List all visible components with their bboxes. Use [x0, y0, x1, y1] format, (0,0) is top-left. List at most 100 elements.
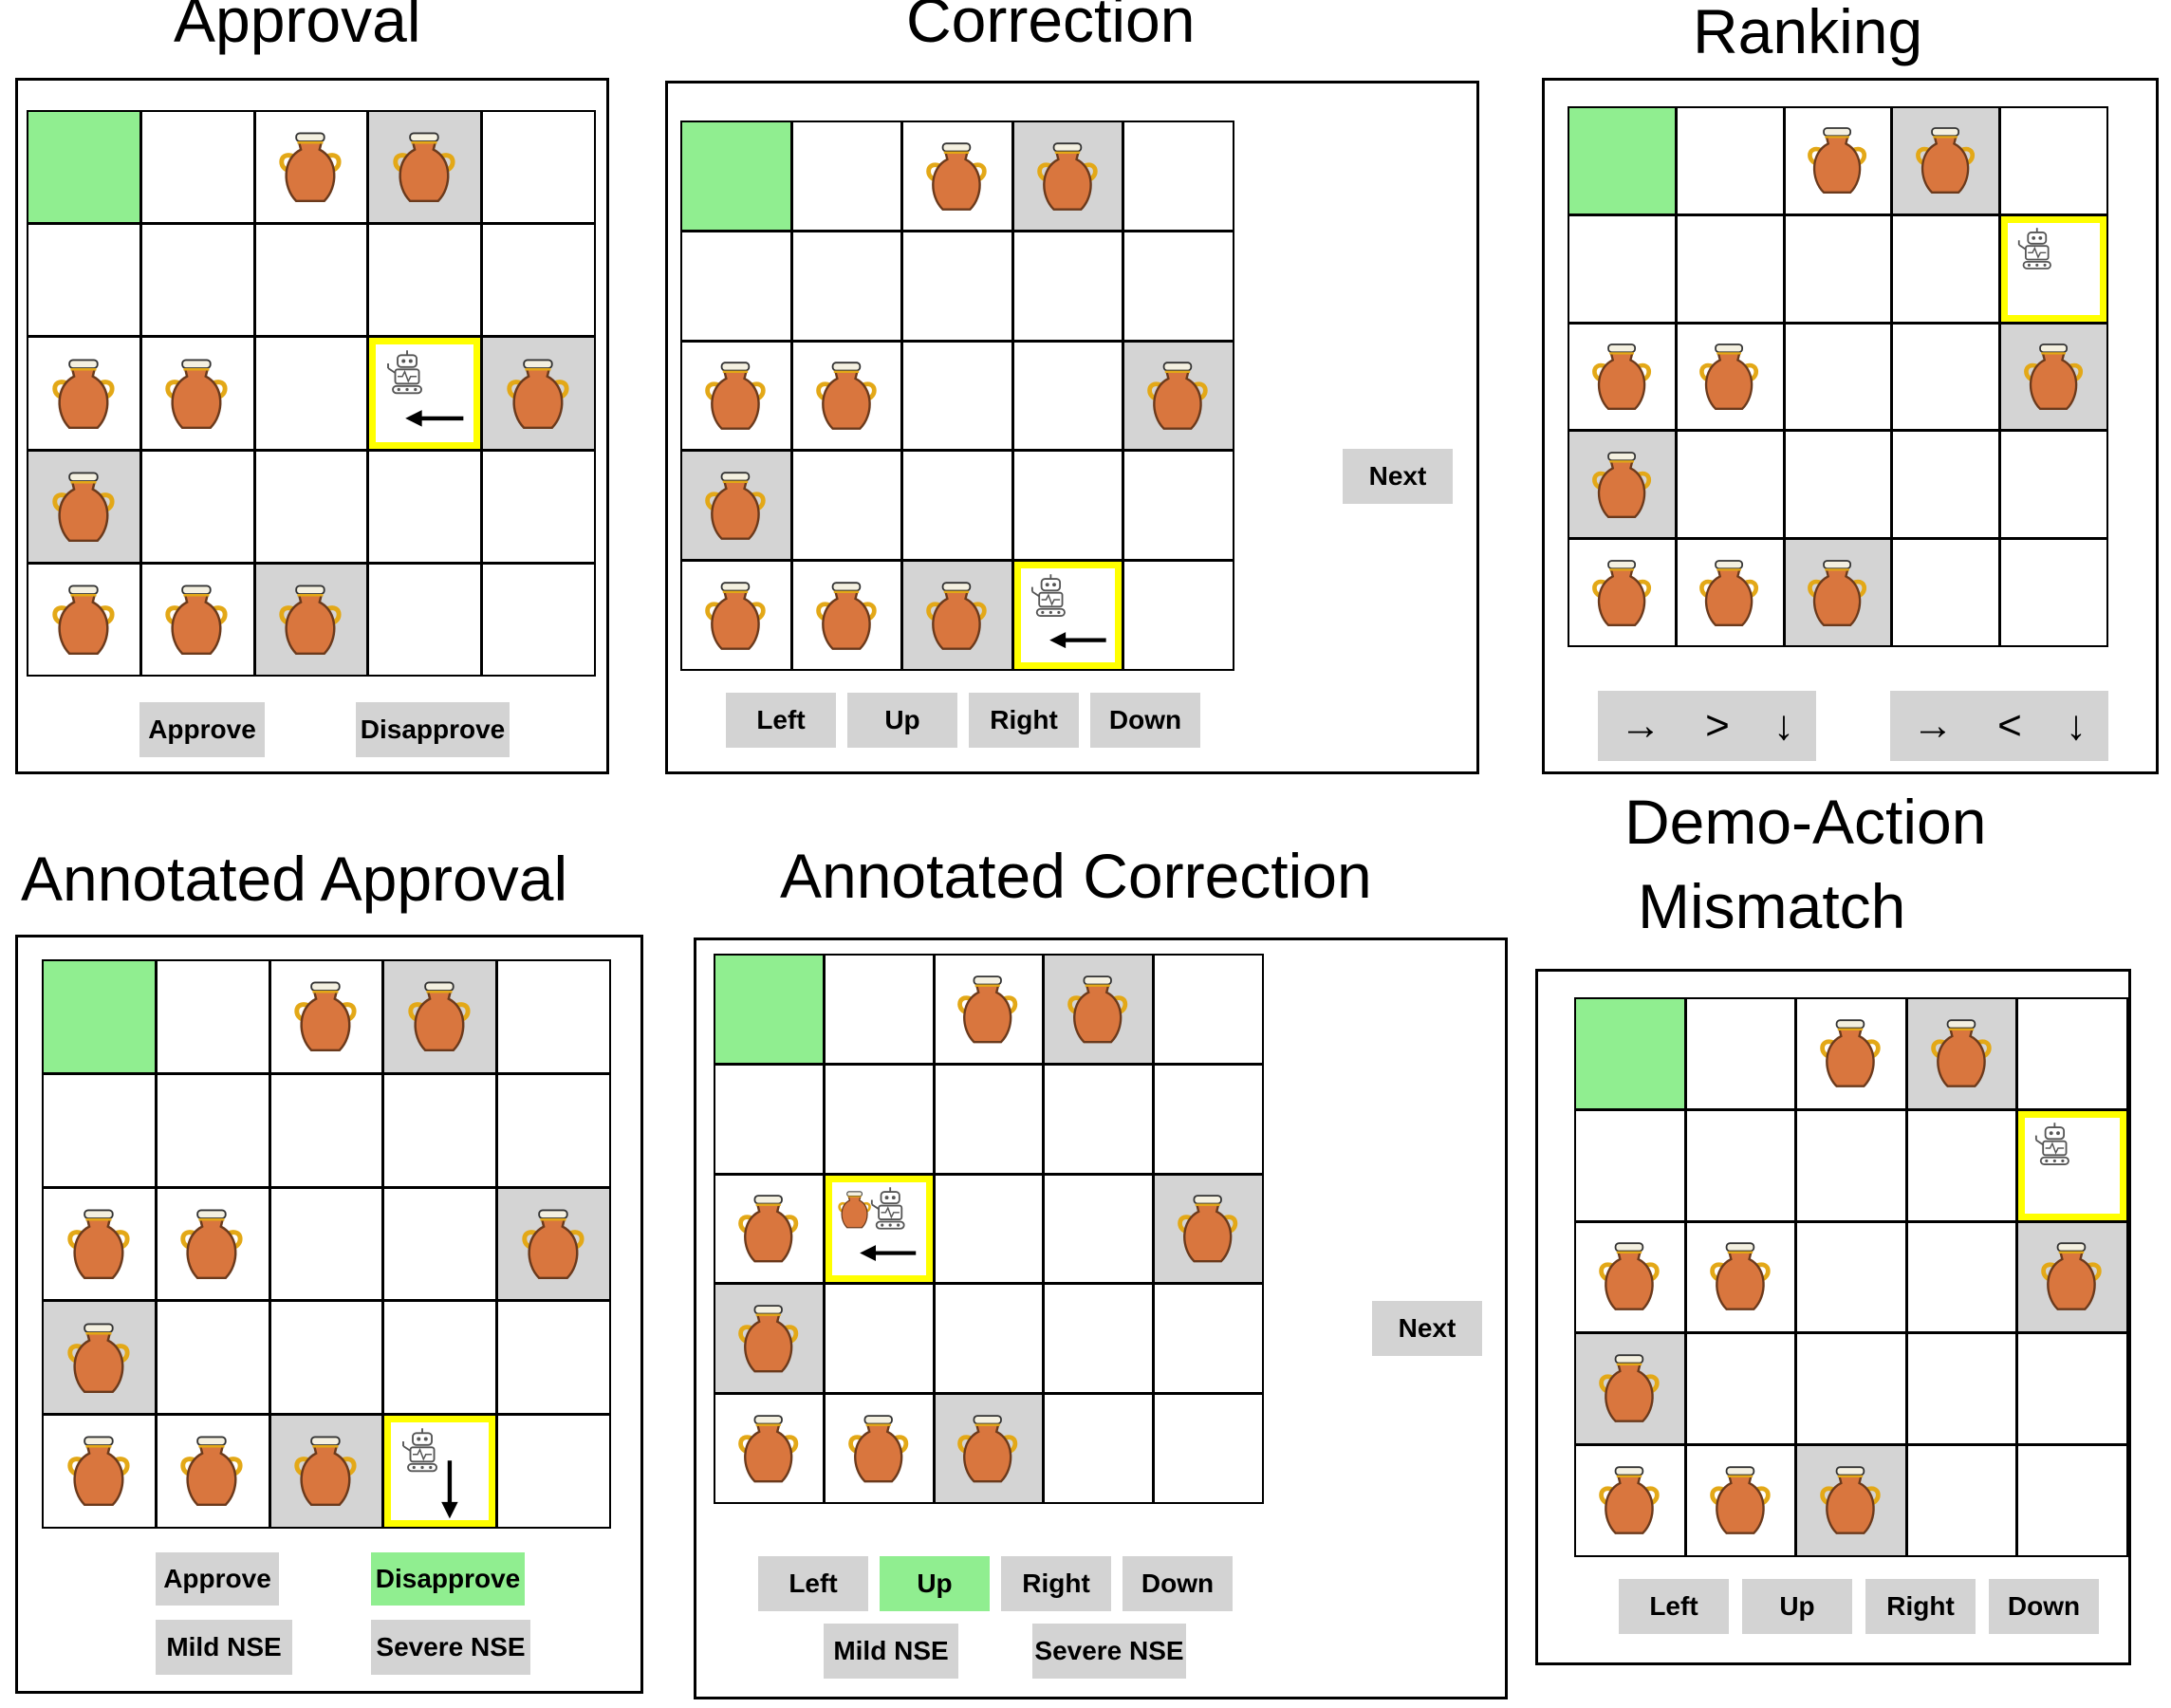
grid-cell: [270, 1416, 382, 1527]
vase-icon: [1595, 1460, 1663, 1547]
grid-cell: [903, 562, 1011, 669]
vase-icon: [954, 970, 1021, 1056]
grid-cell: [498, 1074, 609, 1186]
grid-cell: [1576, 1222, 1684, 1332]
disapprove-button[interactable]: Disapprove: [356, 702, 510, 757]
right-button[interactable]: Right: [969, 693, 1079, 748]
grid-cell: [2018, 1334, 2126, 1444]
up-button[interactable]: Up: [880, 1556, 990, 1611]
vase-icon: [1033, 137, 1102, 223]
grid-cell: [792, 452, 901, 560]
up-button[interactable]: Up: [1742, 1579, 1852, 1634]
grid-cell: [2018, 1222, 2126, 1332]
grid-cell: [255, 225, 367, 336]
down-button[interactable]: Down: [1989, 1579, 2099, 1634]
rank-right-greater-down-button[interactable]: → > ↓: [1598, 691, 1816, 761]
grid-cell: [825, 956, 933, 1063]
grid-cell: [1013, 452, 1123, 560]
gridworld: [1568, 106, 2108, 647]
grid-cell: [1785, 108, 1891, 214]
robot-icon: [383, 349, 431, 401]
goal-cell: [1576, 999, 1684, 1108]
grid-cell: [1893, 324, 1999, 430]
gridworld: [714, 954, 1264, 1504]
correction-panel: Left Up Right Down Next: [665, 81, 1479, 774]
vase-icon: [64, 1317, 134, 1406]
grid-cell: [1155, 1175, 1262, 1283]
vase-icon: [1696, 338, 1762, 422]
agent-cell: [825, 1175, 933, 1283]
grid-cell: [369, 451, 481, 562]
vase-icon: [954, 1409, 1021, 1495]
grid-cell: [1686, 999, 1795, 1108]
vase-icon: [161, 579, 232, 668]
panel-title-annotated-correction: Annotated Correction: [780, 841, 1372, 911]
vase-icon: [176, 1203, 247, 1292]
grid-cell: [792, 562, 901, 669]
vase-icon: [1912, 121, 1978, 206]
left-button[interactable]: Left: [758, 1556, 868, 1611]
robot-icon: [1028, 573, 1074, 624]
next-button[interactable]: Next: [1372, 1301, 1482, 1356]
grid-cell: [1569, 324, 1675, 430]
grid-cell: [255, 112, 367, 223]
grid-cell: [141, 451, 253, 562]
right-button[interactable]: Right: [1865, 1579, 1976, 1634]
grid-cell: [682, 562, 790, 669]
grid-cell: [1155, 1065, 1262, 1173]
grid-cell: [1677, 108, 1783, 214]
down-button[interactable]: Down: [1123, 1556, 1233, 1611]
vase-icon: [1588, 554, 1655, 639]
grid-cell: [1677, 215, 1783, 322]
grid-cell: [792, 342, 901, 450]
grid-cell: [1045, 1395, 1153, 1502]
left-button[interactable]: Left: [1619, 1579, 1729, 1634]
goal-cell: [682, 122, 790, 230]
left-button[interactable]: Left: [726, 693, 836, 748]
grid-cell: [270, 1188, 382, 1300]
gridworld: [680, 121, 1234, 671]
vase-icon: [922, 576, 991, 662]
severe-nse-button[interactable]: Severe NSE: [371, 1620, 530, 1675]
disapprove-button[interactable]: Disapprove: [371, 1552, 525, 1606]
next-button[interactable]: Next: [1343, 449, 1453, 504]
grid-cell: [141, 564, 253, 675]
up-button[interactable]: Up: [847, 693, 957, 748]
grid-cell: [141, 225, 253, 336]
rank-right-less-down-button[interactable]: → < ↓: [1890, 691, 2108, 761]
goal-cell: [28, 112, 139, 223]
ranking-panel: → > ↓ → < ↓: [1542, 78, 2159, 774]
grid-cell: [1576, 1110, 1684, 1220]
grid-cell: [28, 451, 139, 562]
grid-cell: [825, 1065, 933, 1173]
approve-button[interactable]: Approve: [156, 1552, 279, 1606]
grid-cell: [1785, 540, 1891, 645]
grid-cell: [1045, 1175, 1153, 1283]
grid-cell: [1045, 956, 1153, 1063]
grid-cell: [825, 1395, 933, 1502]
grid-cell: [1893, 108, 1999, 214]
vase-icon: [404, 975, 474, 1065]
vase-icon: [64, 1203, 134, 1292]
grid-cell: [1569, 432, 1675, 538]
approve-button[interactable]: Approve: [139, 702, 265, 757]
mild-nse-button[interactable]: Mild NSE: [824, 1624, 958, 1679]
grid-cell: [903, 342, 1011, 450]
grid-cell: [498, 1302, 609, 1414]
grid-cell: [2018, 1446, 2126, 1555]
vase-icon: [1588, 446, 1655, 530]
vase-icon: [48, 579, 119, 668]
grid-cell: [682, 342, 790, 450]
robot-icon: [2014, 227, 2060, 277]
grid-cell: [1893, 540, 1999, 645]
right-button[interactable]: Right: [1001, 1556, 1111, 1611]
grid-cell: [157, 1074, 269, 1186]
severe-nse-button[interactable]: Severe NSE: [1032, 1624, 1186, 1679]
mild-nse-button[interactable]: Mild NSE: [156, 1620, 292, 1675]
grid-cell: [1907, 1110, 2016, 1220]
agent-cell: [2001, 215, 2106, 322]
grid-cell: [1893, 432, 1999, 538]
grid-cell: [255, 338, 367, 449]
grid-cell: [369, 564, 481, 675]
down-button[interactable]: Down: [1090, 693, 1200, 748]
